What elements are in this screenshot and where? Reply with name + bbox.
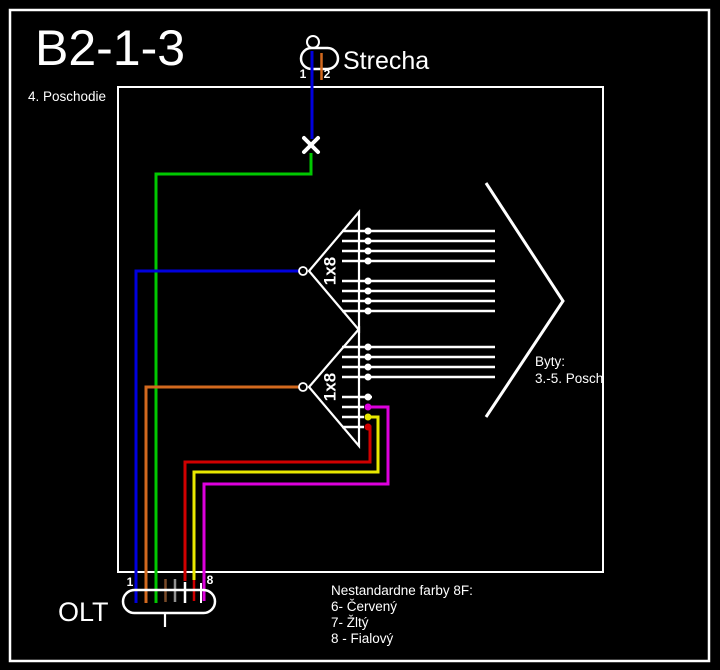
yellow-connector-dot [364, 413, 372, 421]
fiber-violet-path [202, 405, 390, 601]
olt-label: OLT [58, 597, 109, 627]
note-item-2: 7- Žltý [331, 615, 369, 630]
splitter1-triangle-icon [307, 209, 361, 333]
olt-connector-body-icon [121, 588, 217, 615]
page-title: B2-1-3 [35, 20, 185, 76]
byty-label-line1: Byty: [535, 354, 565, 369]
red-connector-dot [364, 423, 372, 431]
byty-label-line2: 3.-5. Posch [535, 371, 603, 386]
outer-frame [8, 8, 711, 663]
note-item-3: 8 - Fialový [331, 631, 394, 646]
fiber-blue-path [134, 269, 299, 603]
splitter2-label: 1x8 [321, 373, 340, 401]
fiber-orange-path [144, 385, 299, 603]
splitter1-input-connector-icon [298, 266, 308, 276]
splitter2-output-lines [342, 345, 495, 429]
strecha-pin2-label: 2 [324, 67, 331, 81]
note-item-1: 6- Červený [331, 599, 397, 614]
splitter2-input-connector-icon [298, 382, 308, 392]
fiber-yellow-path [192, 415, 380, 580]
splitter2-output-connectors [364, 343, 372, 401]
strecha-pin1-label: 1 [300, 67, 307, 81]
fiber-red-path [183, 425, 372, 581]
splitter1-output-lines [342, 229, 495, 313]
closure-top-circle-icon [306, 35, 320, 49]
splitter1-label: 1x8 [321, 257, 340, 285]
closure-body-icon [299, 46, 340, 71]
olt-pin1-label: 1 [127, 575, 134, 589]
splitter2-triangle-icon [307, 326, 361, 449]
fiber-green-path [154, 153, 313, 603]
splitter1-output-connectors [364, 227, 372, 315]
violet-connector-dot [364, 403, 372, 411]
floor-label: 4. Poschodie [28, 89, 106, 104]
splice-x-icon [302, 136, 320, 154]
strecha-closure-icon [299, 35, 340, 71]
olt-pin8-label: 8 [207, 573, 214, 587]
building-outline [117, 86, 604, 573]
byty-brace-icon [484, 182, 565, 418]
strecha-label: Strecha [343, 47, 429, 75]
note-title: Nestandardne farby 8F: [331, 583, 473, 598]
